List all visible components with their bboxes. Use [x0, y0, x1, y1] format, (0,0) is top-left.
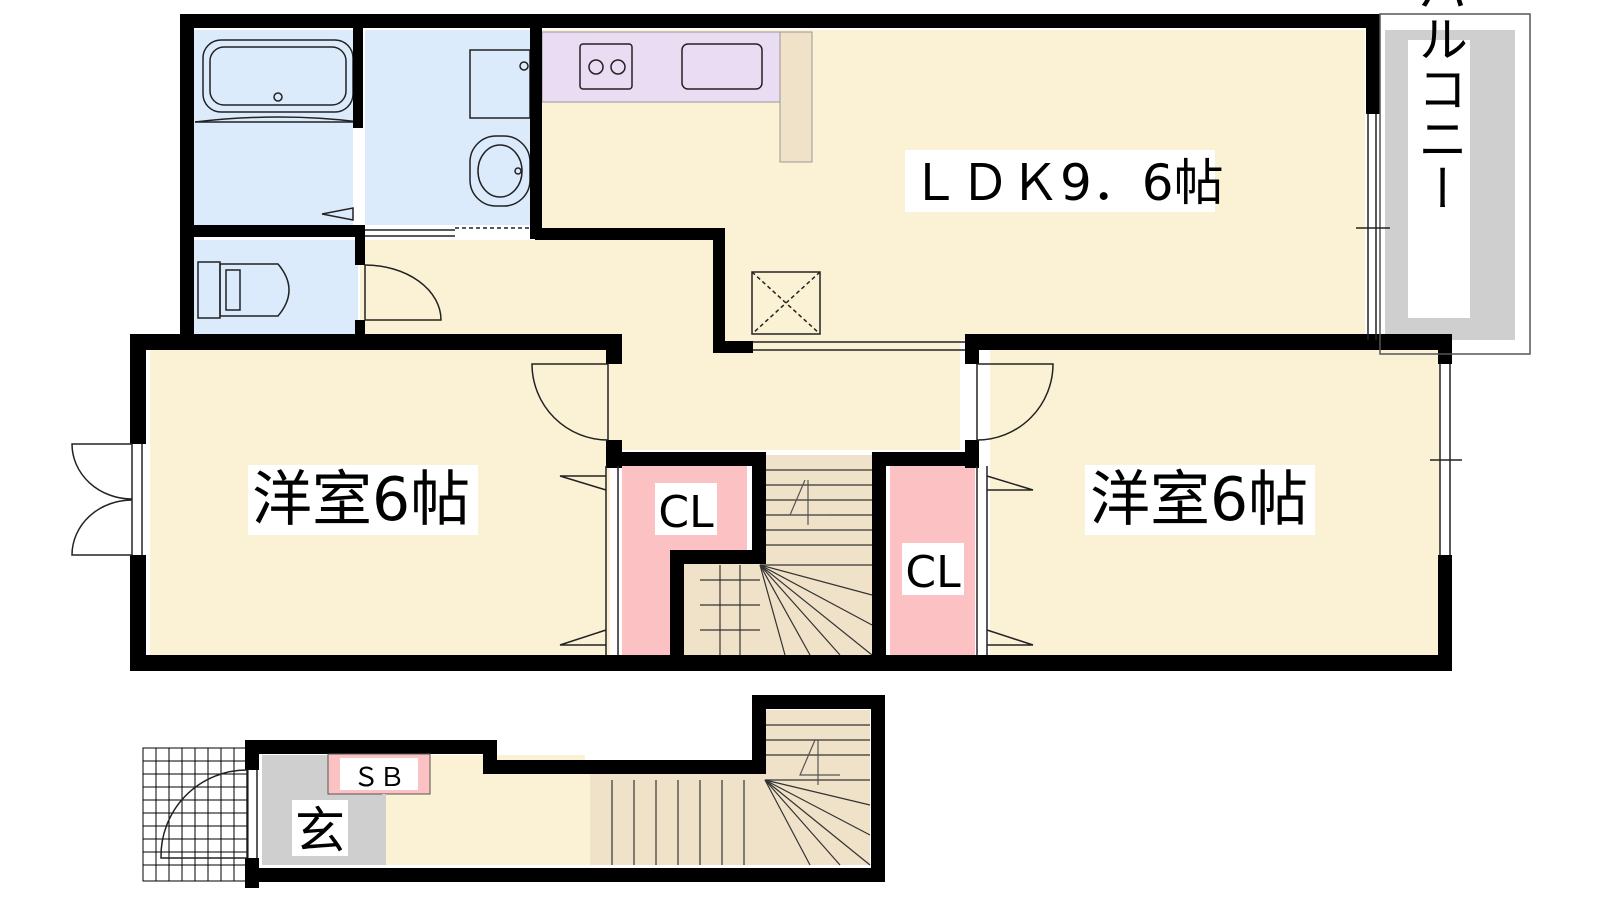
ldk-floor-lower	[710, 230, 1365, 340]
hatch-icon	[751, 271, 821, 335]
washroom-floor	[365, 30, 535, 225]
stairs-lower	[611, 724, 871, 866]
balcony-rail	[1379, 13, 1531, 355]
fixtures	[194, 39, 821, 335]
shoe-box-label: ＳＢ	[353, 763, 405, 793]
openings	[71, 13, 1531, 859]
western-room-right-label: 洋室6帖	[1090, 465, 1308, 535]
toilet-floor	[193, 240, 358, 335]
ldk-label: ＬＤＫ9．6帖	[910, 154, 1224, 212]
balcony-label: バルコニー	[1410, 0, 1468, 213]
closet-left-label: CL	[658, 487, 714, 538]
kitchen-partition	[779, 31, 813, 163]
western-room-left-label: 洋室6帖	[252, 465, 470, 535]
bathroom-floor	[193, 30, 353, 225]
sink-icon	[681, 43, 763, 90]
kitchen-counter	[541, 31, 783, 103]
walls	[130, 14, 1452, 888]
closet-right-label: CL	[905, 547, 961, 598]
balcony-label-text: バルコニー	[1410, 0, 1468, 213]
labels: ＬＤＫ9．6帖 バルコニー 洋室6帖 洋室6帖 CL CL ＳＢ 玄	[248, 0, 1470, 860]
hallway-floor-center	[610, 330, 960, 450]
stairs-lower-upper	[765, 710, 870, 865]
stove-icon	[579, 43, 633, 90]
entrance-label: 玄	[295, 802, 345, 860]
stairs-upper	[700, 469, 873, 656]
